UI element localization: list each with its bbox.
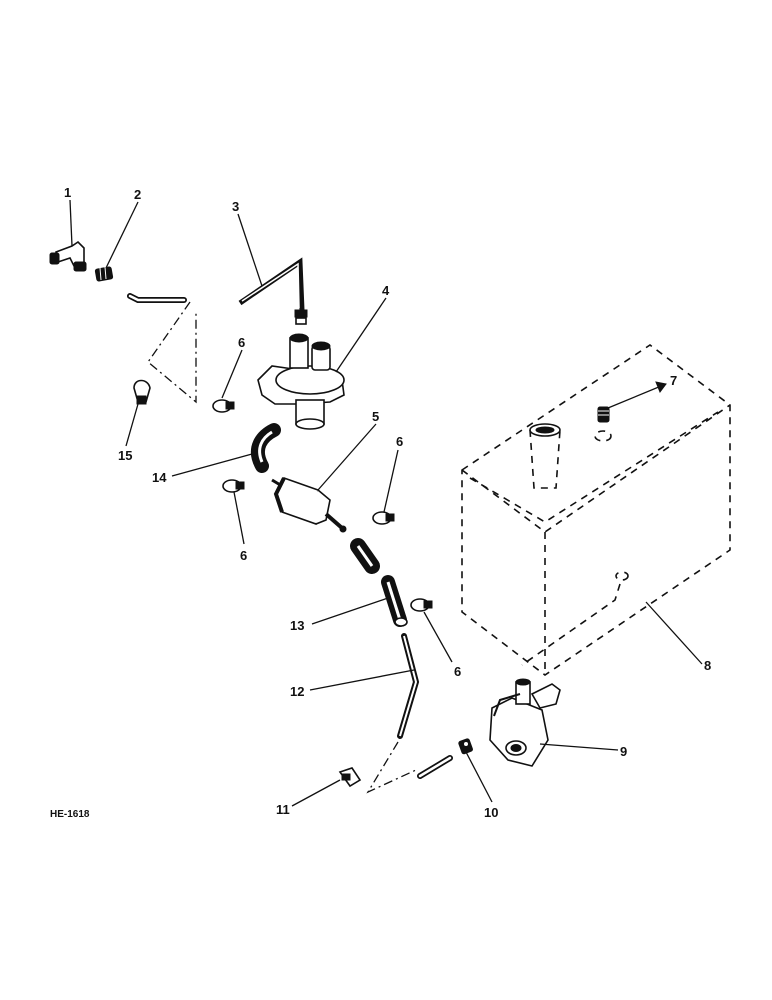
connector-part-2: [94, 266, 114, 282]
routing-line-upper: [147, 301, 197, 404]
callout-6a: 6: [238, 335, 245, 350]
fuel-line-part-3: [238, 257, 308, 325]
routing-line-lower: [366, 741, 417, 794]
tank-fitting-part-7: [594, 406, 612, 442]
tank-outlet: [615, 571, 629, 581]
drawing-code: HE-1618: [50, 809, 90, 820]
callout-4: 4: [382, 283, 390, 298]
callout-1: 1: [64, 185, 71, 200]
hose-part-14: [250, 423, 281, 473]
callout-14: 14: [152, 470, 167, 485]
fuel-valve-part-9: [489, 678, 561, 767]
callout-7: 7: [670, 373, 677, 388]
callout-9: 9: [620, 744, 627, 759]
callout-2: 2: [134, 187, 141, 202]
callout-12: 12: [290, 684, 304, 699]
callout-8: 8: [704, 658, 711, 673]
fitting-part-10: [458, 738, 473, 755]
callout-15: 15: [118, 448, 132, 463]
callout-6d: 6: [454, 664, 461, 679]
clip-part-15: [133, 379, 151, 405]
fuel-tank-outline: [461, 344, 731, 676]
callout-13: 13: [290, 618, 304, 633]
pickup-line: [521, 583, 621, 666]
callout-6b: 6: [396, 434, 403, 449]
callout-6c: 6: [240, 548, 247, 563]
hose-clamp-part-6: [212, 399, 433, 612]
fuel-pump-part-4: [257, 333, 345, 430]
fuel-line-part-12: [397, 633, 420, 739]
filler-neck: [529, 423, 561, 489]
callout-10: 10: [484, 805, 498, 820]
elbow-fitting-part-1: [49, 240, 87, 272]
fuel-filter-part-5: [271, 477, 347, 533]
callout-5: 5: [372, 409, 379, 424]
clip-part-11: [338, 767, 362, 788]
leader-lines: [69, 199, 703, 807]
callout-3: 3: [232, 199, 239, 214]
callout-11: 11: [276, 802, 290, 817]
